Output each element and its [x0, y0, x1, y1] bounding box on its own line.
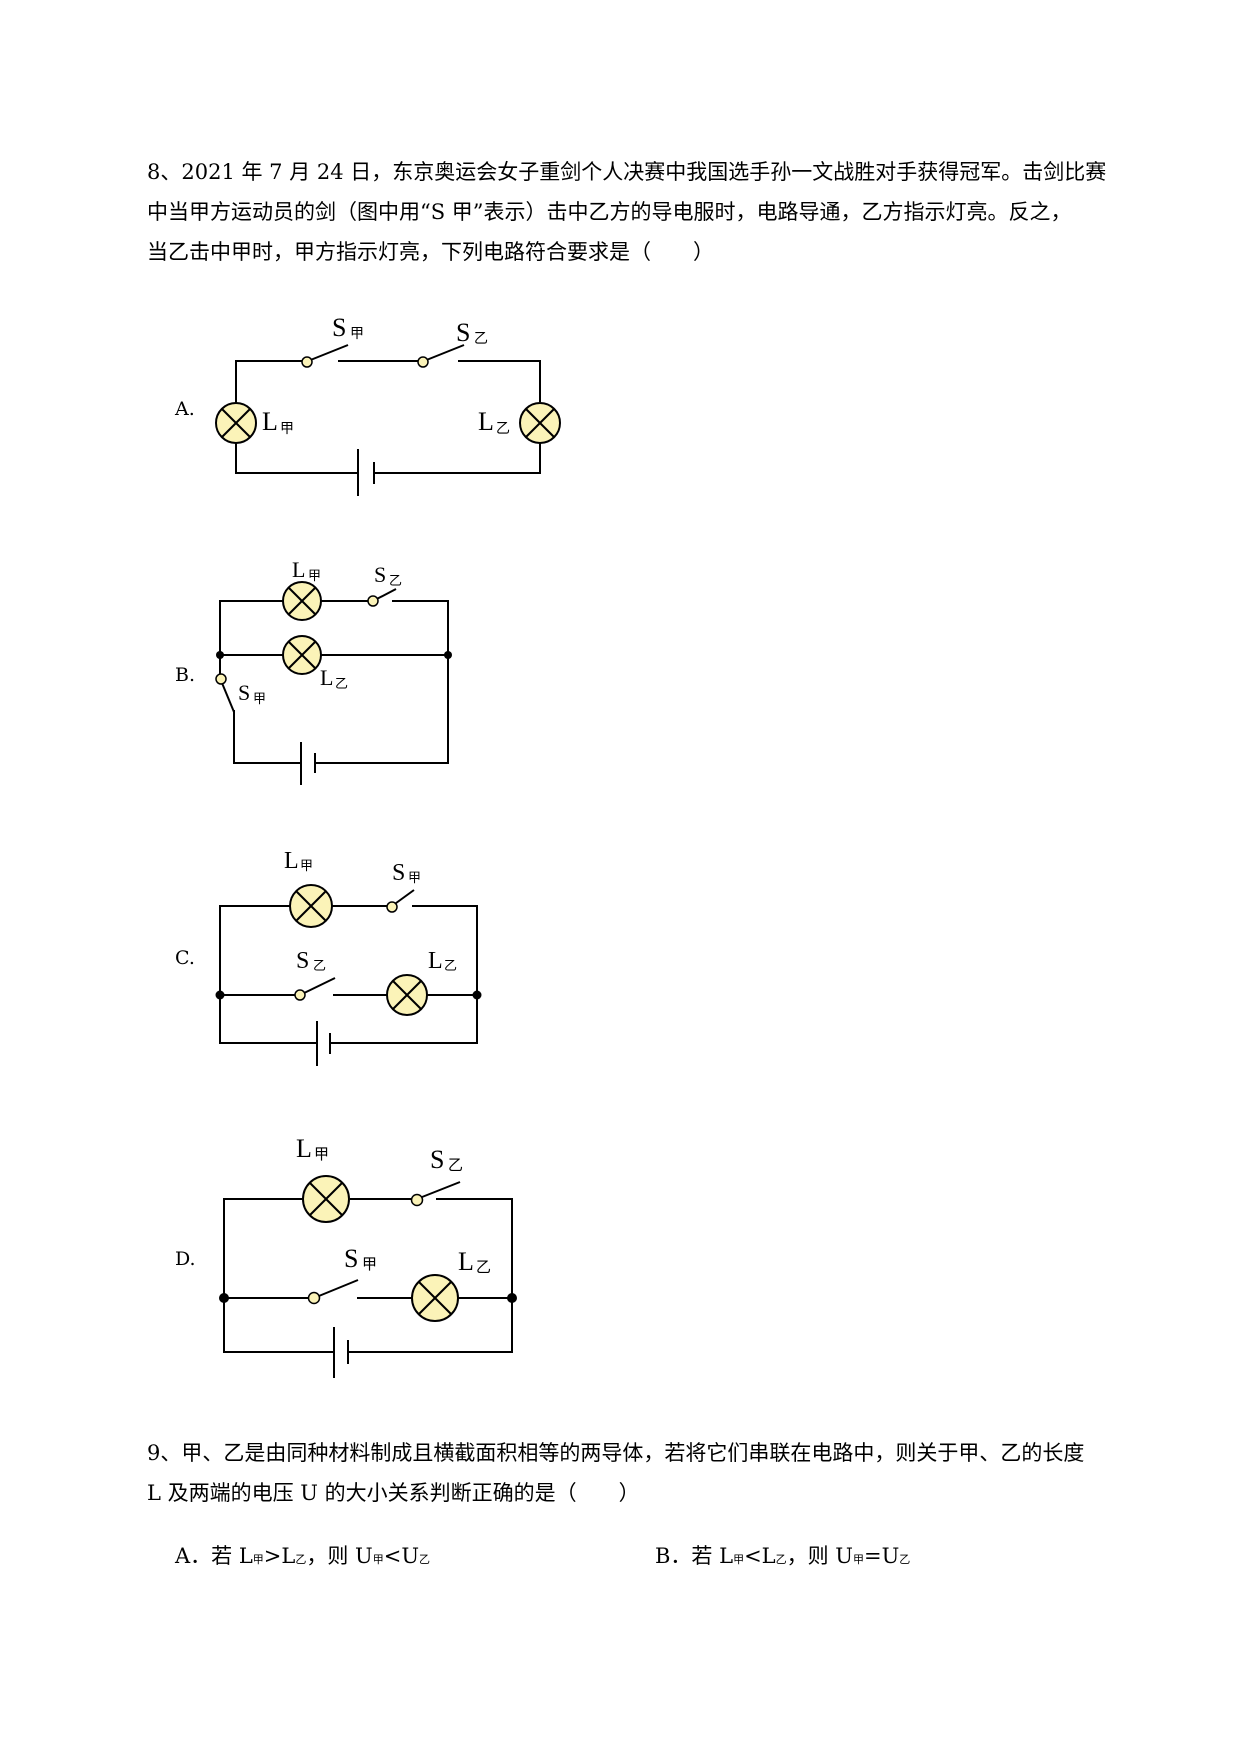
switch-s-yi-b [367, 595, 379, 607]
label-s-yi-a: S [456, 318, 470, 347]
label-s-jia-b: S [238, 680, 250, 705]
label-l-yi-b: L [320, 665, 333, 690]
label-s-jia-b-sub: 甲 [253, 691, 266, 706]
label-l-yi-a-sub: 乙 [496, 421, 510, 437]
label-s-jia-d: S [344, 1244, 358, 1273]
label-l-jia-b-sub: 甲 [308, 568, 321, 583]
switch-s-yi-c [294, 989, 306, 1001]
option-d-label: D. [175, 1248, 196, 1270]
label-s-jia-a: S [332, 313, 346, 342]
label-s-jia-c-sub: 甲 [408, 870, 421, 885]
question-9-choice-b[interactable]: B．若 L甲<L乙，则 U甲=U乙 [655, 1540, 910, 1570]
label-l-jia-b: L [292, 557, 305, 582]
junction-d-left [219, 1293, 229, 1303]
lamp-l-yi-c [386, 974, 428, 1016]
choice-a-sub-3: 甲 [372, 1553, 384, 1566]
choice-a-sub-4: 乙 [419, 1553, 431, 1566]
label-s-yi-d: S [430, 1145, 444, 1174]
choice-a-prefix: A．若 L [175, 1544, 253, 1568]
lamp-l-jia-b [282, 581, 322, 621]
label-l-yi-d-sub: 乙 [476, 1260, 491, 1276]
label-l-yi-b-sub: 乙 [335, 676, 348, 691]
choice-b-sub-2: 乙 [775, 1553, 787, 1566]
lamp-l-jia-d [302, 1175, 350, 1223]
choice-a-mid-3: <U [383, 1544, 420, 1568]
choice-b-mid-1: <L [744, 1544, 776, 1568]
option-a-label: A. [175, 398, 195, 420]
option-b-label: B. [175, 664, 196, 686]
label-l-jia-a-sub: 甲 [280, 422, 294, 437]
choice-b-mid-3: =U [863, 1544, 900, 1568]
question-8-line-3: 当乙击中甲时，甲方指示灯亮，下列电路符合要求是（ ） [147, 240, 714, 264]
choice-b-sub-1: 甲 [733, 1553, 745, 1566]
lamp-l-yi-b [282, 635, 322, 675]
question-8-line-1: 8、2021 年 7 月 24 日，东京奥运会女子重剑个人决赛中我国选手孙一文战… [147, 160, 1107, 184]
label-l-yi-c-sub: 乙 [444, 958, 457, 973]
label-l-jia-c-sub: 甲 [300, 858, 313, 873]
lamp-l-jia-c [289, 884, 333, 928]
choice-a-mid-2: ，则 U [306, 1544, 373, 1568]
lamp-l-yi-a [519, 402, 561, 444]
switch-s-yi-d [410, 1193, 424, 1207]
question-8: 8、2021 年 7 月 24 日，东京奥运会女子重剑个人决赛中我国选手孙一文战… [147, 152, 1167, 272]
junction-d-right [507, 1293, 517, 1303]
question-9: 9、甲、乙是由同种材料制成且横截面积相等的两导体，若将它们串联在电路中，则关于甲… [147, 1433, 1167, 1513]
switch-s-yi-a [417, 356, 429, 368]
question-9-choice-a[interactable]: A．若 L甲>L乙，则 U甲<U乙 [175, 1540, 430, 1570]
label-s-yi-c: S [296, 948, 309, 974]
label-s-jia-c: S [392, 860, 405, 886]
label-l-yi-d: L [458, 1247, 474, 1276]
label-l-jia-a: L [262, 407, 278, 436]
junction-b-left [216, 651, 224, 659]
junction-c-left [215, 990, 225, 1000]
lamp-l-yi-d [411, 1274, 459, 1322]
switch-s-jia-d [307, 1291, 321, 1305]
label-l-jia-d: L [296, 1134, 312, 1163]
switch-s-jia-b [215, 673, 227, 685]
choice-a-sub-2: 乙 [295, 1553, 307, 1566]
choice-b-prefix: B．若 L [655, 1544, 734, 1568]
choice-a-mid-1: >L [263, 1544, 296, 1568]
label-s-yi-b: S [374, 562, 386, 587]
label-s-yi-a-sub: 乙 [474, 331, 488, 347]
choice-b-sub-3: 甲 [852, 1553, 864, 1566]
junction-c-right [472, 990, 482, 1000]
label-s-yi-b-sub: 乙 [389, 573, 402, 588]
label-l-jia-c: L [284, 848, 299, 874]
switch-s-jia-c [386, 901, 398, 913]
choice-b-sub-4: 乙 [899, 1553, 911, 1566]
label-l-yi-c: L [428, 948, 443, 974]
question-8-line-2: 中当甲方运动员的剑（图中用“S 甲”表示）击中乙方的导电服时，电路导通，乙方指示… [147, 200, 1072, 224]
choice-a-sub-1: 甲 [252, 1553, 264, 1566]
question-9-line-1: 9、甲、乙是由同种材料制成且横截面积相等的两导体，若将它们串联在电路中，则关于甲… [147, 1441, 1085, 1465]
label-s-yi-d-sub: 乙 [448, 1158, 463, 1174]
label-l-yi-a: L [478, 407, 494, 436]
choice-b-mid-2: ，则 U [786, 1544, 853, 1568]
lamp-l-jia-a [215, 402, 257, 444]
label-s-jia-a-sub: 甲 [350, 327, 364, 342]
label-s-jia-d-sub: 甲 [362, 1257, 377, 1273]
switch-s-jia-a [301, 356, 313, 368]
option-c-label: C. [175, 947, 195, 969]
junction-b-right [444, 651, 452, 659]
label-s-yi-c-sub: 乙 [313, 958, 326, 973]
label-l-jia-d-sub: 甲 [314, 1147, 329, 1163]
question-9-line-2: L 及两端的电压 U 的大小关系判断正确的是（ ） [147, 1481, 640, 1505]
